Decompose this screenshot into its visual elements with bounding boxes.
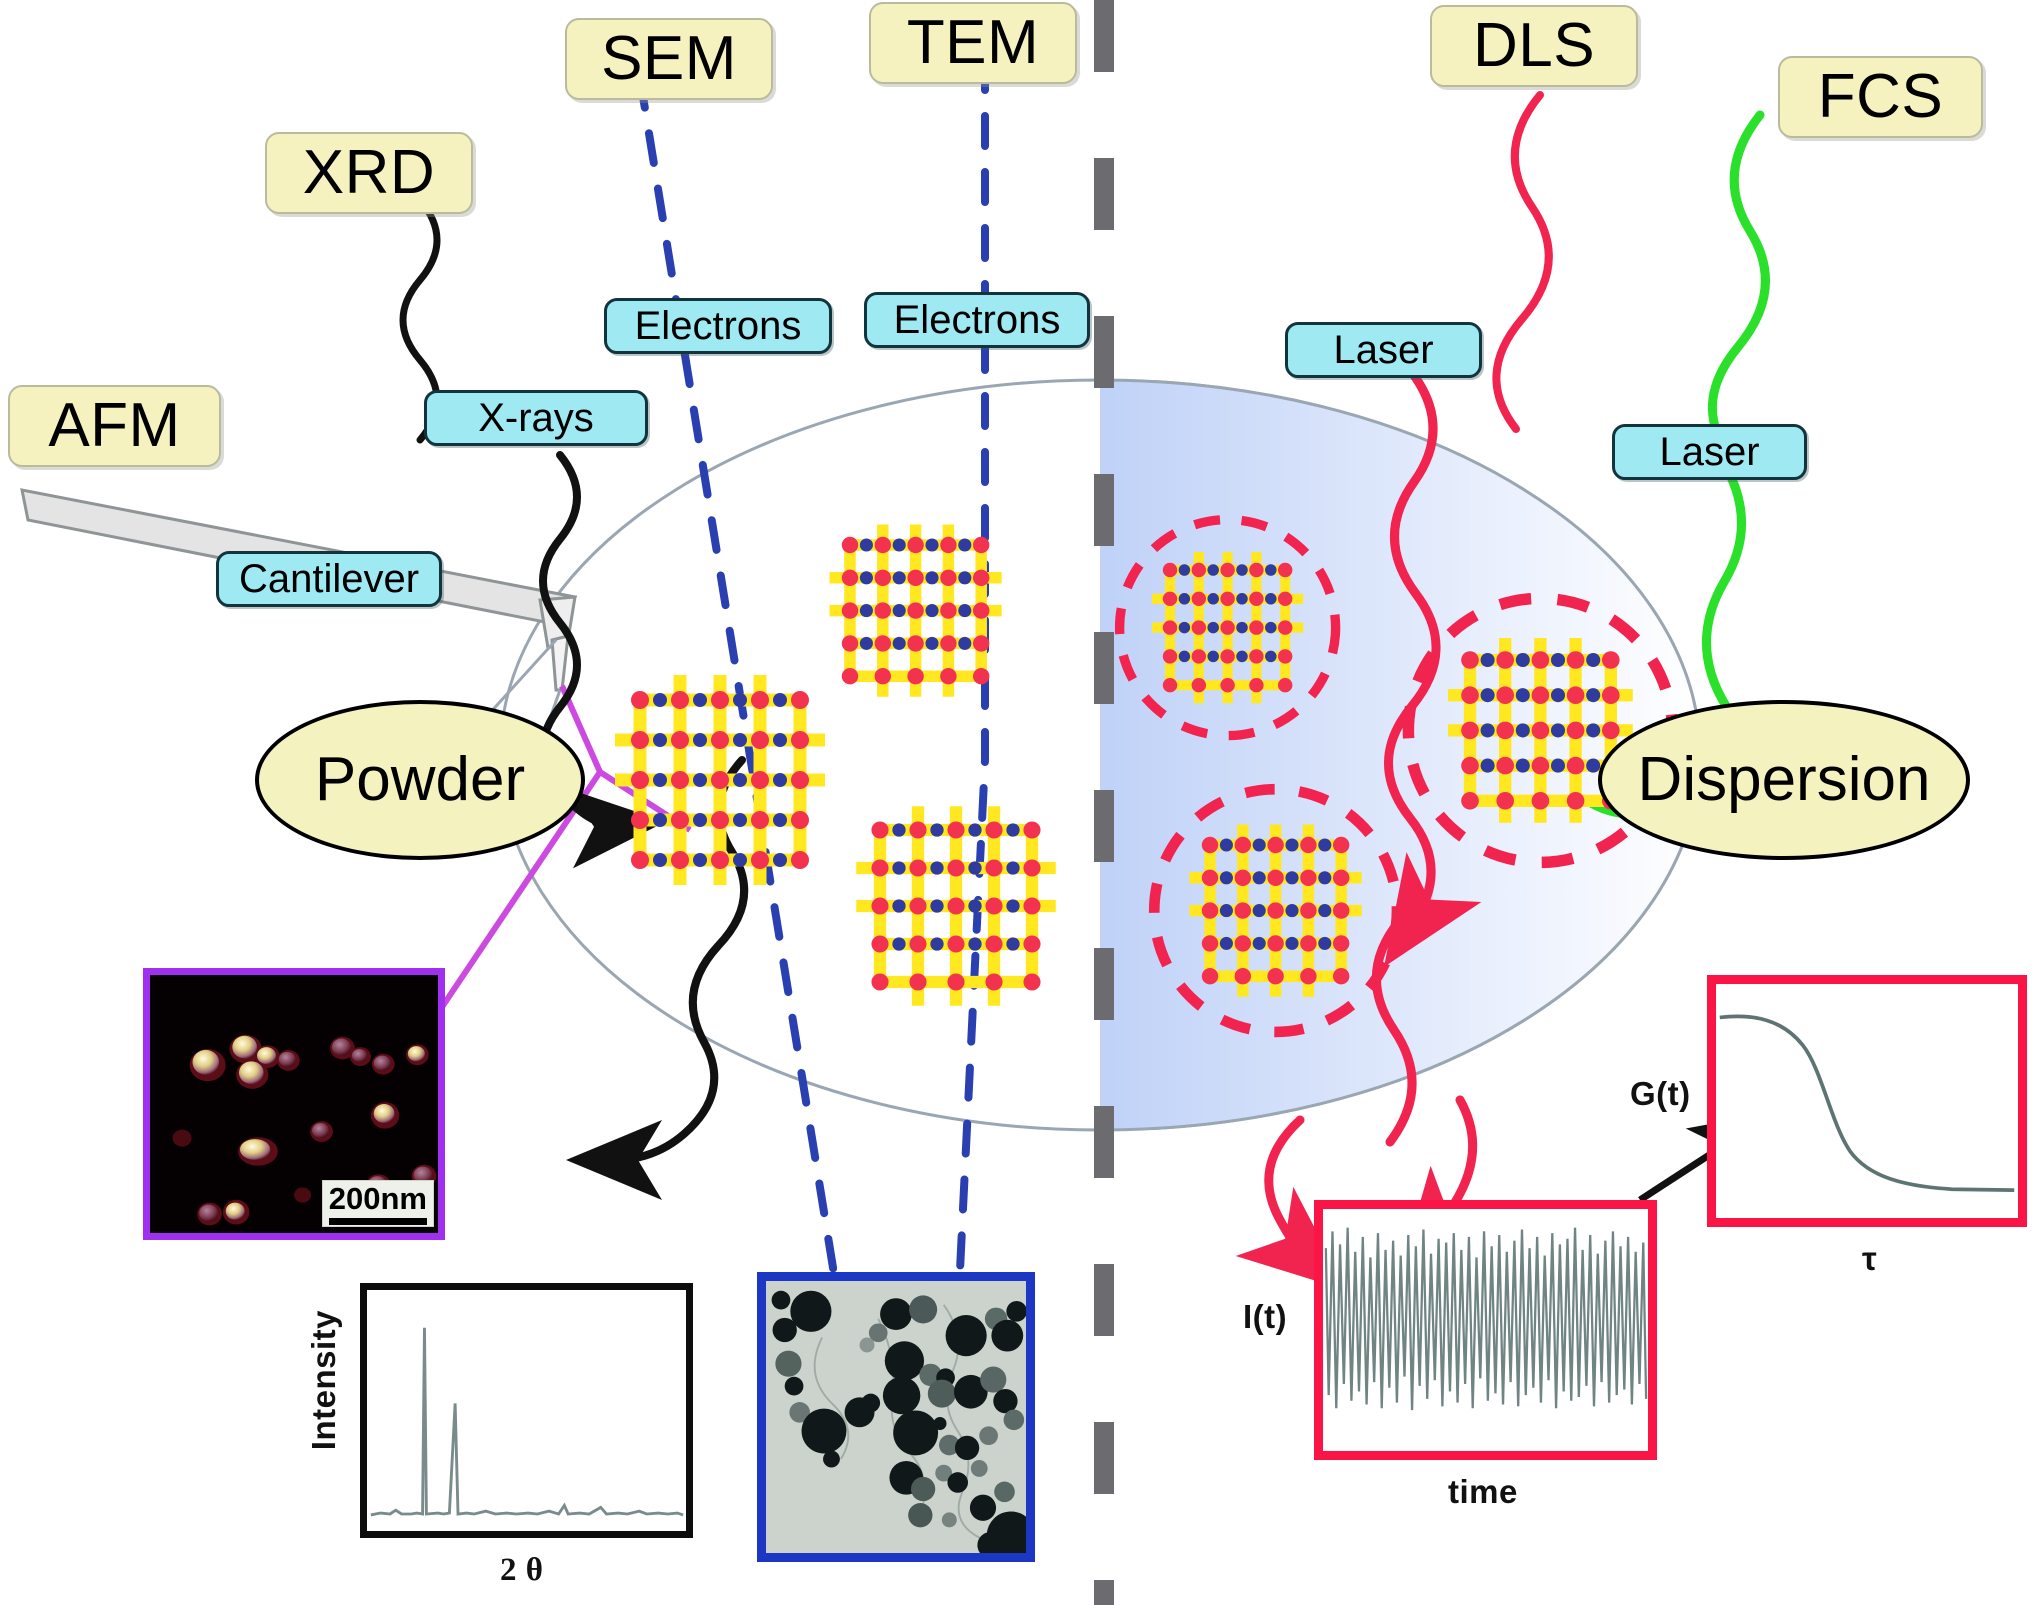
nanoparticle-dispersed-2	[1148, 783, 1403, 1038]
dls-intensity-trace-inset[interactable]	[1314, 1200, 1657, 1460]
technique-label-tem[interactable]: TEM	[869, 2, 1077, 84]
intensity-fluctuation-graphic	[1324, 1227, 1648, 1411]
dls-y-axis-label: I(t)	[1243, 1298, 1288, 1335]
afm-image-inset[interactable]: 200nm	[143, 968, 445, 1240]
dls-beam-top	[1492, 91, 1553, 433]
probe-label-laser-dls[interactable]: Laser	[1285, 322, 1482, 378]
tem-image-inset[interactable]	[757, 1272, 1035, 1562]
probe-label-electrons-sem-text: Electrons	[634, 304, 802, 348]
nanoparticle-dispersed-3	[1402, 592, 1679, 869]
dls-x-axis-label: time	[1448, 1473, 1518, 1510]
state-label-dispersion-text: Dispersion	[1637, 745, 1931, 814]
probe-label-cantilever-text: Cantilever	[238, 557, 420, 601]
nanoparticle-dispersed-1	[1114, 514, 1341, 741]
dls-beam-mid	[1384, 365, 1482, 967]
xrd-trace-graphic	[370, 1327, 684, 1517]
probe-label-electrons-sem[interactable]: Electrons	[604, 298, 832, 354]
nanoparticle-lattice-powder-2	[829, 524, 1002, 697]
autocorrelation-curve-graphic	[1719, 1014, 2015, 1192]
state-label-dispersion[interactable]: Dispersion	[1598, 700, 1970, 860]
technique-label-afm[interactable]: AFM	[8, 385, 221, 467]
correlation-x-axis-label: τ	[1862, 1240, 1878, 1277]
technique-label-sem[interactable]: SEM	[565, 18, 773, 100]
xrd-y-axis-label: Intensity	[305, 1310, 342, 1451]
afm-scale-bar: 200nm	[321, 1180, 434, 1227]
technique-label-afm-text: AFM	[48, 391, 181, 460]
technique-label-xrd[interactable]: XRD	[265, 132, 473, 214]
correlation-y-axis-label: G(t)	[1630, 1075, 1691, 1112]
technique-label-xrd-text: XRD	[302, 138, 436, 207]
xrd-plot-inset[interactable]	[360, 1283, 693, 1538]
technique-label-dls[interactable]: DLS	[1430, 5, 1638, 87]
probe-label-xrays-text: X-rays	[478, 396, 594, 440]
technique-label-dls-text: DLS	[1472, 11, 1596, 80]
technique-label-fcs-text: FCS	[1817, 62, 1944, 131]
probe-label-laser-fcs-text: Laser	[1659, 430, 1760, 474]
nanoparticle-lattice-powder-3	[856, 806, 1056, 1006]
probe-label-laser-fcs[interactable]: Laser	[1612, 424, 1807, 480]
correlation-plot-inset[interactable]	[1707, 975, 2027, 1227]
probe-label-xrays[interactable]: X-rays	[424, 390, 648, 446]
probe-label-cantilever[interactable]: Cantilever	[216, 551, 442, 607]
technique-label-tem-text: TEM	[906, 8, 1040, 77]
nanoparticle-lattice-powder-1	[615, 675, 825, 885]
tem-particles-graphic	[766, 1281, 1026, 1553]
state-label-powder-text: Powder	[314, 745, 526, 814]
technique-label-sem-text: SEM	[601, 24, 737, 93]
xrd-x-axis-label: 2 θ	[500, 1552, 544, 1588]
dls-beam-to-trace	[1235, 1115, 1348, 1291]
probe-label-electrons-tem[interactable]: Electrons	[864, 292, 1090, 348]
technique-label-fcs[interactable]: FCS	[1778, 56, 1983, 138]
fcs-beam-top	[1708, 110, 1770, 464]
sem-beam	[636, 74, 839, 1284]
probe-label-electrons-tem-text: Electrons	[893, 298, 1061, 342]
dls-beam-out	[1372, 915, 1417, 1147]
probe-label-laser-dls-text: Laser	[1333, 328, 1434, 372]
state-label-powder[interactable]: Powder	[255, 700, 585, 860]
